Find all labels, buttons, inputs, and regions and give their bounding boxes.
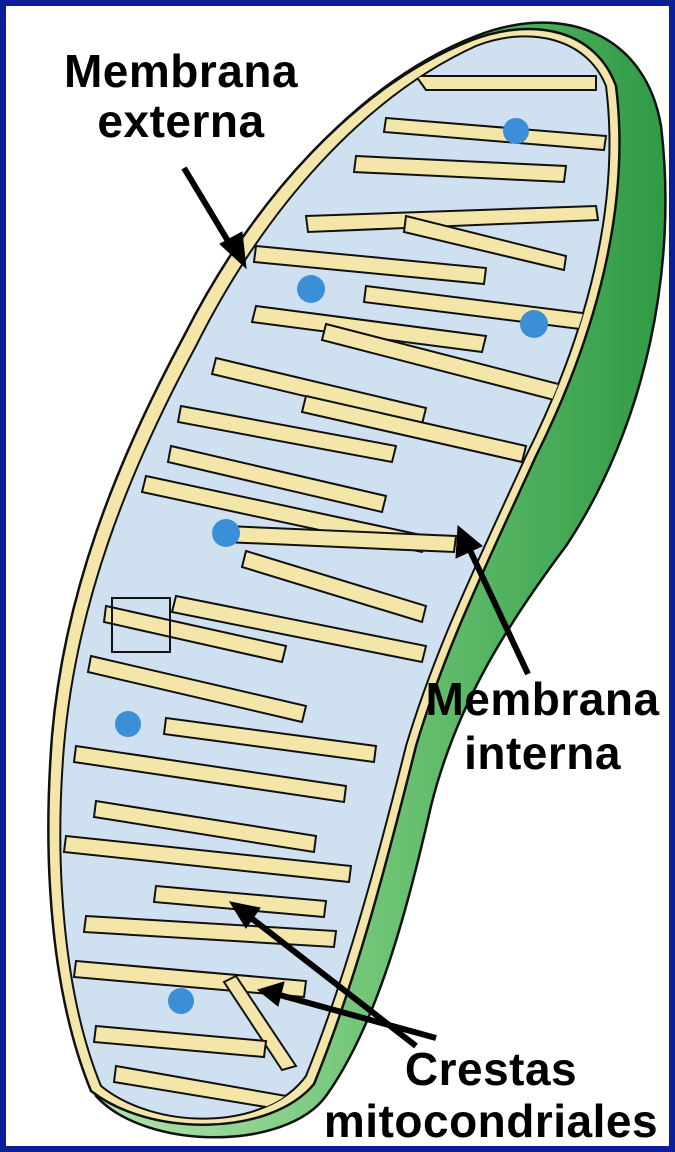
inner-membrane-label-line1: Membrana	[410, 676, 675, 722]
granule	[212, 519, 240, 547]
inner-membrane-label: Membrana interna	[410, 676, 675, 776]
granule	[503, 118, 529, 144]
outer-membrane-label-line1: Membrana	[46, 48, 316, 94]
inner-membrane-label-line2: interna	[410, 730, 675, 776]
outer-membrane-label: Membrana externa	[46, 48, 316, 144]
granule	[520, 310, 548, 338]
granule	[168, 988, 194, 1014]
mitochondrion-diagram	[6, 6, 675, 1152]
cristae-label: Crestas mitocondriales	[306, 1046, 675, 1144]
cristae-label-line1: Crestas	[306, 1046, 675, 1092]
granule	[115, 711, 141, 737]
cristae-label-line2: mitocondriales	[306, 1098, 675, 1144]
outer-membrane-label-line2: externa	[46, 98, 316, 144]
crista	[416, 76, 596, 90]
granule	[297, 275, 325, 303]
arrow-outer-membrane	[184, 168, 234, 251]
